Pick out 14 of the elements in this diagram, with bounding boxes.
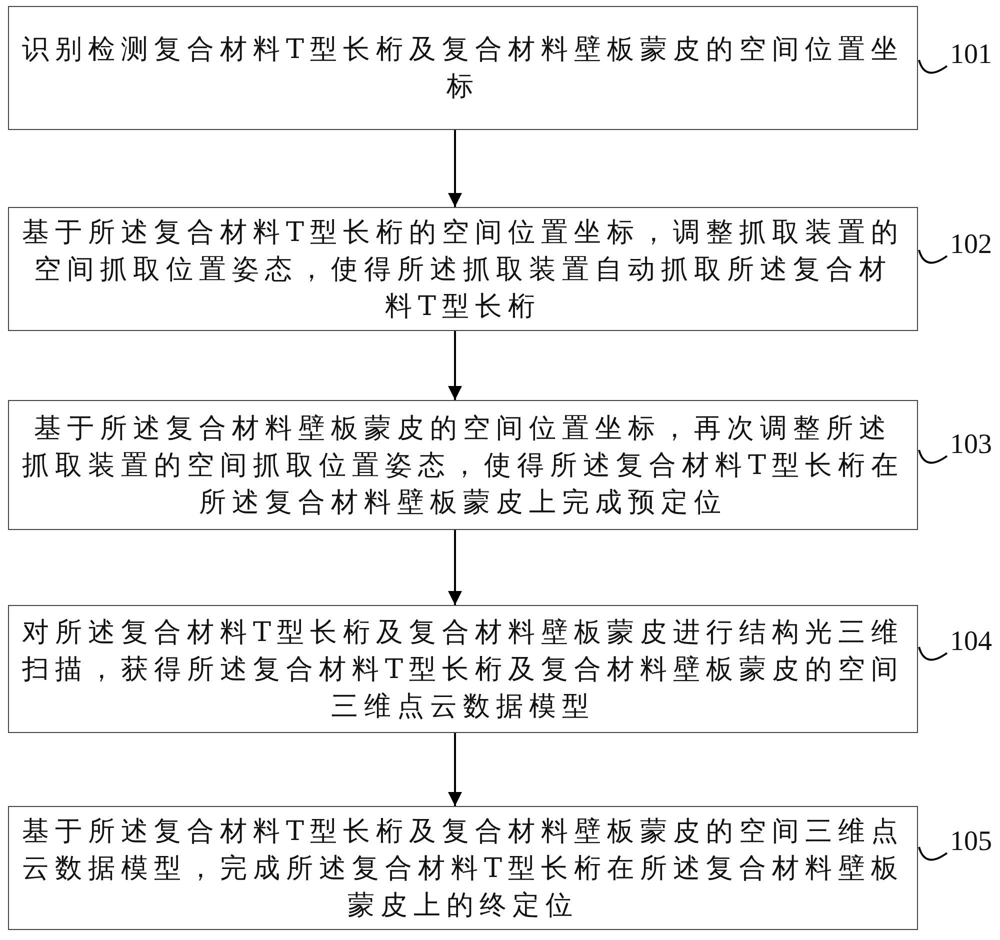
process-box: 识别检测复合材料T型长桁及复合材料壁板蒙皮的空间位置坐标 bbox=[8, 6, 918, 130]
step-number: 101 bbox=[950, 40, 992, 70]
arrow bbox=[448, 130, 462, 207]
step-number: 102 bbox=[950, 230, 992, 260]
step-number: 103 bbox=[950, 430, 992, 460]
process-box: 基于所述复合材料T型长桁的空间位置坐标，调整抓取装置的空间抓取位置姿态，使得所述抓取装置自动抓取所述复合材料T型长桁 bbox=[8, 207, 918, 331]
process-box: 基于所述复合材料壁板蒙皮的空间位置坐标，再次调整所述抓取装置的空间抓取位置姿态，使得所述复合材料T型长桁在所述复合材料壁板蒙皮上完成预定位 bbox=[8, 400, 918, 530]
process-box: 对所述复合材料T型长桁及复合材料壁板蒙皮进行结构光三维扫描，获得所述复合材料T型长桁及复合材料壁板蒙皮的空间三维点云数据模型 bbox=[8, 605, 918, 733]
step-number: 104 bbox=[950, 627, 992, 657]
arrow bbox=[448, 530, 462, 605]
arrow bbox=[448, 733, 462, 806]
process-box: 基于所述复合材料T型长桁及复合材料壁板蒙皮的空间三维点云数据模型，完成所述复合材料T型长桁在所述复合材料壁板蒙皮上的终定位 bbox=[8, 806, 918, 930]
step-number: 105 bbox=[950, 827, 992, 857]
arrow bbox=[448, 331, 462, 400]
